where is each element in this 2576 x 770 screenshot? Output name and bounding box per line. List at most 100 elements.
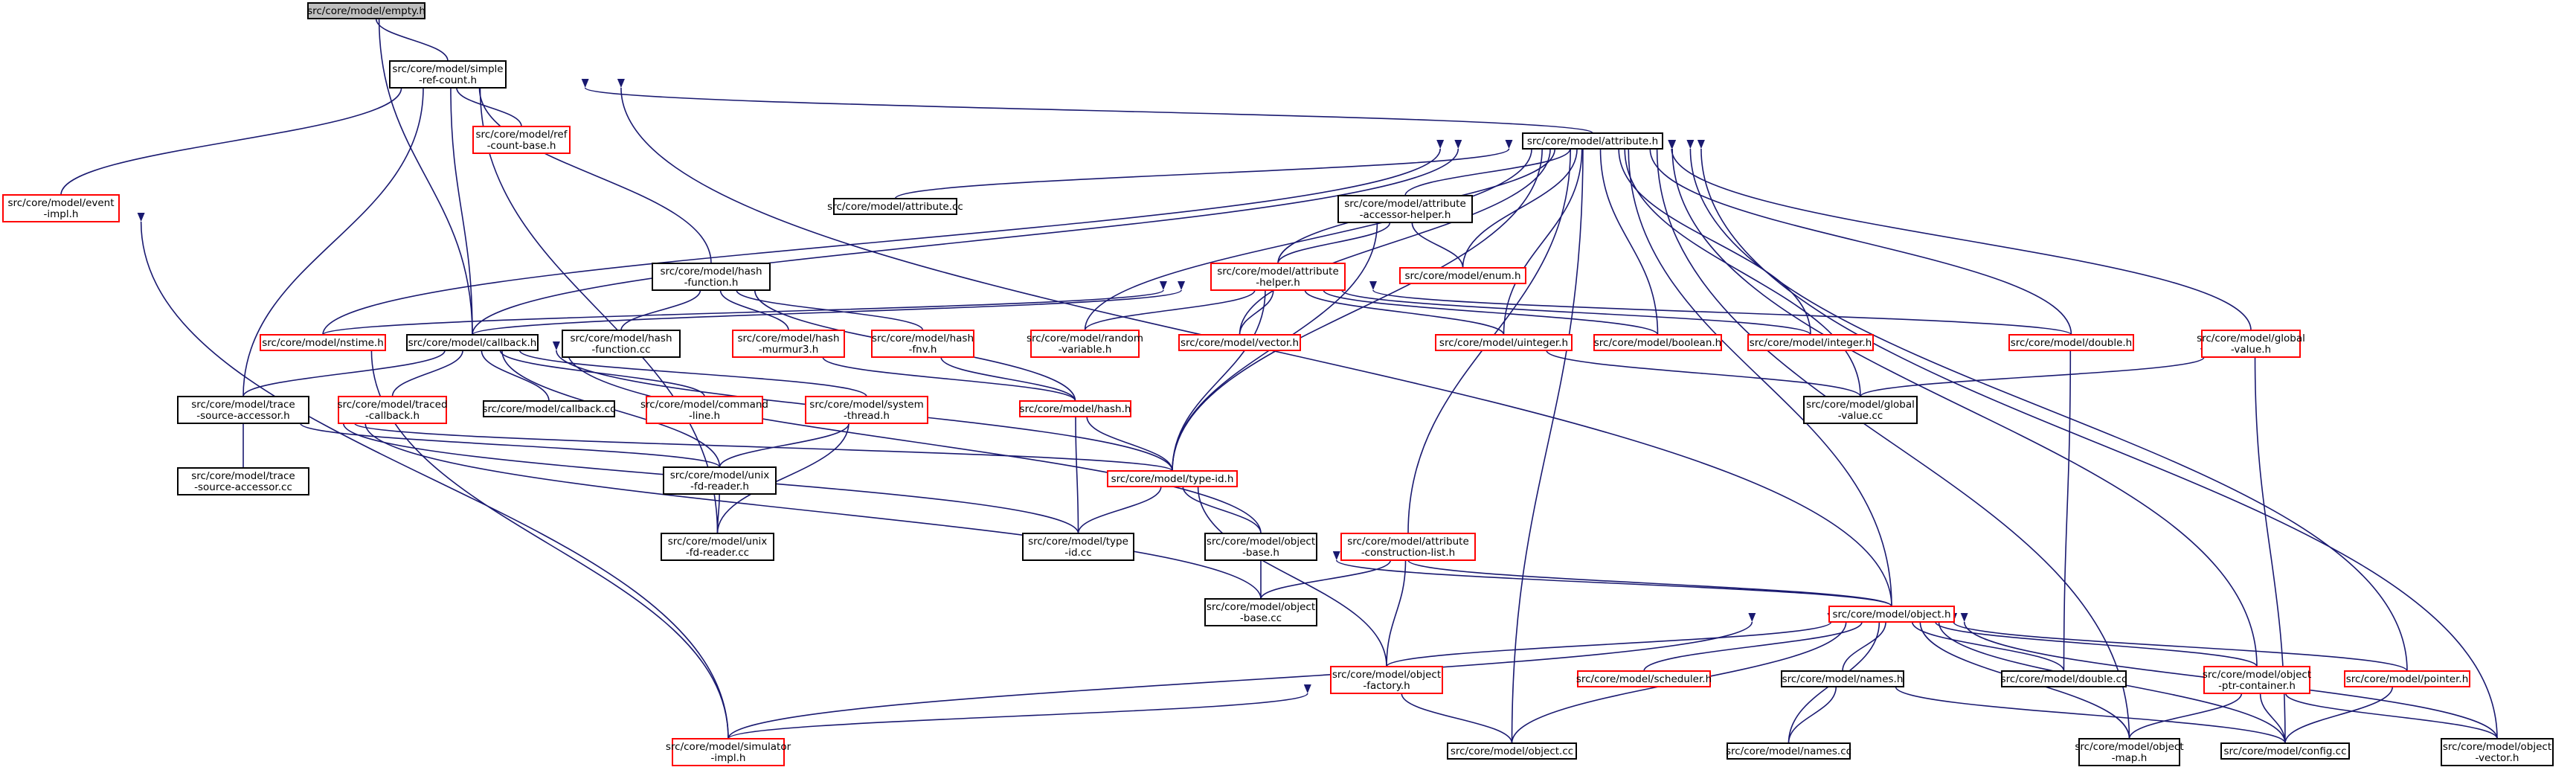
node-attrhelper[interactable]: src/core/model/attribute-helper.h bbox=[1210, 263, 1346, 291]
node-double[interactable]: src/core/model/double.h bbox=[2008, 334, 2134, 351]
node-systhread-box bbox=[805, 396, 928, 424]
node-simimpl[interactable]: src/core/model/simulator-impl.h bbox=[666, 738, 791, 766]
node-simple[interactable]: src/core/model/simple-ref-count.h bbox=[389, 60, 507, 89]
node-namescc[interactable]: src/core/model/names.cc bbox=[1726, 742, 1851, 760]
node-names-label-0: src/core/model/names.h bbox=[1782, 673, 1904, 685]
node-double-box bbox=[2008, 334, 2134, 351]
node-names[interactable]: src/core/model/names.h bbox=[1781, 670, 1904, 687]
node-integer[interactable]: src/core/model/integer.h bbox=[1747, 334, 1874, 351]
node-object[interactable]: src/core/model/object.h bbox=[1828, 606, 1955, 623]
edge-object-to-scheduler bbox=[1643, 612, 1866, 672]
node-uinteger[interactable]: src/core/model/uinteger.h bbox=[1435, 334, 1573, 351]
node-ptrcont-box bbox=[2203, 666, 2310, 694]
node-attr[interactable]: src/core/model/attribute.h bbox=[1522, 132, 1663, 150]
node-accessor[interactable]: src/core/model/attribute-accessor-helper… bbox=[1337, 195, 1473, 223]
edge-double-to-doublecc bbox=[2063, 341, 2075, 672]
node-callbackcc-box bbox=[483, 400, 615, 417]
node-typeidcc[interactable]: src/core/model/type-id.cc bbox=[1022, 533, 1134, 561]
node-murmur-label-0: src/core/model/hash bbox=[737, 333, 839, 344]
node-doublecc-label-0: src/core/model/double.cc bbox=[2001, 673, 2127, 685]
node-tsa[interactable]: src/core/model/trace-source-accessor.h bbox=[177, 396, 309, 424]
edge-factory-to-objectcc bbox=[1398, 684, 1513, 744]
node-traced-label-1: -callback.h bbox=[365, 410, 420, 422]
node-factory-label-0: src/core/model/object bbox=[1332, 669, 1441, 681]
node-objbasecc[interactable]: src/core/model/object-base.cc bbox=[1204, 598, 1317, 626]
node-pointer[interactable]: src/core/model/pointer.h bbox=[2344, 670, 2470, 687]
node-objbasecc-box bbox=[1204, 598, 1317, 626]
edge-simple-to-unixcc bbox=[476, 78, 719, 534]
node-callback-label-0: src/core/model/callback.h bbox=[408, 337, 537, 349]
node-simple-label-1: -ref-count.h bbox=[419, 74, 477, 86]
node-random-label-0: src/core/model/random bbox=[1027, 333, 1143, 344]
node-unixcc-box bbox=[661, 533, 774, 561]
node-objmap-box bbox=[2078, 738, 2180, 766]
node-refbase[interactable]: src/core/model/ref-count-base.h bbox=[472, 126, 571, 154]
node-configcc-label-0: src/core/model/config.cc bbox=[2223, 745, 2346, 757]
node-constr[interactable]: src/core/model/attribute-construction-li… bbox=[1340, 533, 1476, 561]
node-objectcc[interactable]: src/core/model/object.cc bbox=[1447, 742, 1577, 760]
node-event[interactable]: src/core/model/event-impl.h bbox=[2, 194, 120, 222]
node-hashfncc[interactable]: src/core/model/hash-function.cc bbox=[562, 330, 681, 358]
node-hashfn[interactable]: src/core/model/hash-function.h bbox=[652, 263, 771, 291]
edge-constr-to-factory bbox=[1386, 551, 1410, 667]
node-attrcc-label-0: src/core/model/attribute.cc bbox=[827, 201, 963, 213]
edge-constr-to-objbasecc bbox=[1260, 551, 1395, 600]
node-simimpl-label-0: src/core/model/simulator bbox=[666, 741, 791, 753]
edge-accessor-to-enum bbox=[1408, 213, 1464, 269]
edge-empty-to-simple bbox=[372, 9, 449, 62]
node-ptrcont-label-0: src/core/model/object bbox=[2203, 669, 2311, 681]
edge-attr-to-global bbox=[1668, 139, 2252, 331]
node-traced[interactable]: src/core/model/traced-callback.h bbox=[337, 396, 448, 424]
node-unixh[interactable]: src/core/model/unix-fd-reader.h bbox=[663, 466, 777, 495]
node-murmur-label-1: -murmur3.h bbox=[759, 344, 819, 356]
node-simimpl-label-1: -impl.h bbox=[711, 752, 746, 764]
node-nstime-box bbox=[260, 334, 386, 351]
node-murmur[interactable]: src/core/model/hash-murmur3.h bbox=[732, 330, 845, 358]
node-ptrcont[interactable]: src/core/model/object-ptr-container.h bbox=[2203, 666, 2311, 694]
node-objvector[interactable]: src/core/model/object-vector.h bbox=[2441, 738, 2554, 766]
node-hash[interactable]: src/core/model/hash.h bbox=[1019, 400, 1131, 417]
node-doublecc[interactable]: src/core/model/double.cc bbox=[2001, 670, 2127, 687]
node-objbase[interactable]: src/core/model/object-base.h bbox=[1204, 533, 1317, 561]
node-fnv[interactable]: src/core/model/hash-fnv.h bbox=[871, 330, 974, 358]
node-attrhelper-box bbox=[1210, 263, 1346, 291]
node-boolean[interactable]: src/core/model/boolean.h bbox=[1593, 334, 1722, 351]
node-traced-box bbox=[338, 396, 447, 424]
node-nstime[interactable]: src/core/model/nstime.h bbox=[260, 334, 386, 351]
node-callback[interactable]: src/core/model/callback.h bbox=[406, 334, 539, 351]
edge-attr-to-object bbox=[1625, 139, 1892, 607]
node-unixcc[interactable]: src/core/model/unix-fd-reader.cc bbox=[661, 533, 774, 561]
node-tsacc[interactable]: src/core/model/trace-source-accessor.cc bbox=[177, 467, 309, 495]
node-uinteger-label-0: src/core/model/uinteger.h bbox=[1439, 337, 1568, 349]
edge-callback-to-callbackcc bbox=[478, 341, 550, 402]
node-callbackcc[interactable]: src/core/model/callback.cc bbox=[482, 400, 616, 417]
node-attrcc[interactable]: src/core/model/attribute.cc bbox=[827, 198, 963, 215]
node-objbasecc-label-1: -base.cc bbox=[1240, 612, 1282, 624]
edge-attrhelper-to-uinteger bbox=[1301, 280, 1505, 336]
edge-tsa-to-typeid bbox=[350, 414, 1173, 472]
node-typeid[interactable]: src/core/model/type-id.h bbox=[1107, 470, 1238, 487]
node-tsa-box bbox=[177, 396, 309, 424]
node-objmap[interactable]: src/core/model/object-map.h bbox=[2075, 738, 2184, 766]
node-random[interactable]: src/core/model/random-variable.h bbox=[1027, 330, 1143, 358]
node-event-label-0: src/core/model/event bbox=[7, 197, 114, 209]
node-enum[interactable]: src/core/model/enum.h bbox=[1399, 267, 1526, 284]
node-namescc-label-0: src/core/model/names.cc bbox=[1726, 745, 1851, 757]
node-double-label-0: src/core/model/double.h bbox=[2011, 337, 2133, 349]
node-factory[interactable]: src/core/model/object-factory.h bbox=[1330, 666, 1443, 694]
node-typeid-label-0: src/core/model/type-id.h bbox=[1111, 473, 1234, 485]
node-global[interactable]: src/core/model/global-value.h bbox=[2197, 330, 2305, 358]
edge-attrhelper-to-integer bbox=[1337, 280, 1811, 336]
node-systhread[interactable]: src/core/model/system-thread.h bbox=[805, 396, 928, 424]
edge-object-to-names bbox=[1842, 612, 1890, 672]
node-vector[interactable]: src/core/model/vector.h bbox=[1178, 334, 1301, 351]
node-hashfn-label-0: src/core/model/hash bbox=[660, 266, 762, 277]
edge-callback-to-traced bbox=[391, 341, 467, 397]
node-empty[interactable]: src/core/model/empty.h bbox=[307, 2, 425, 19]
node-globalcc[interactable]: src/core/model/global-value.cc bbox=[1803, 396, 1918, 424]
node-cmdline[interactable]: src/core/model/command-line.h bbox=[640, 396, 768, 424]
node-scheduler[interactable]: src/core/model/scheduler.h bbox=[1576, 670, 1712, 687]
node-configcc[interactable]: src/core/model/config.cc bbox=[2220, 742, 2350, 760]
edge-hash-to-typeid bbox=[1083, 407, 1173, 472]
